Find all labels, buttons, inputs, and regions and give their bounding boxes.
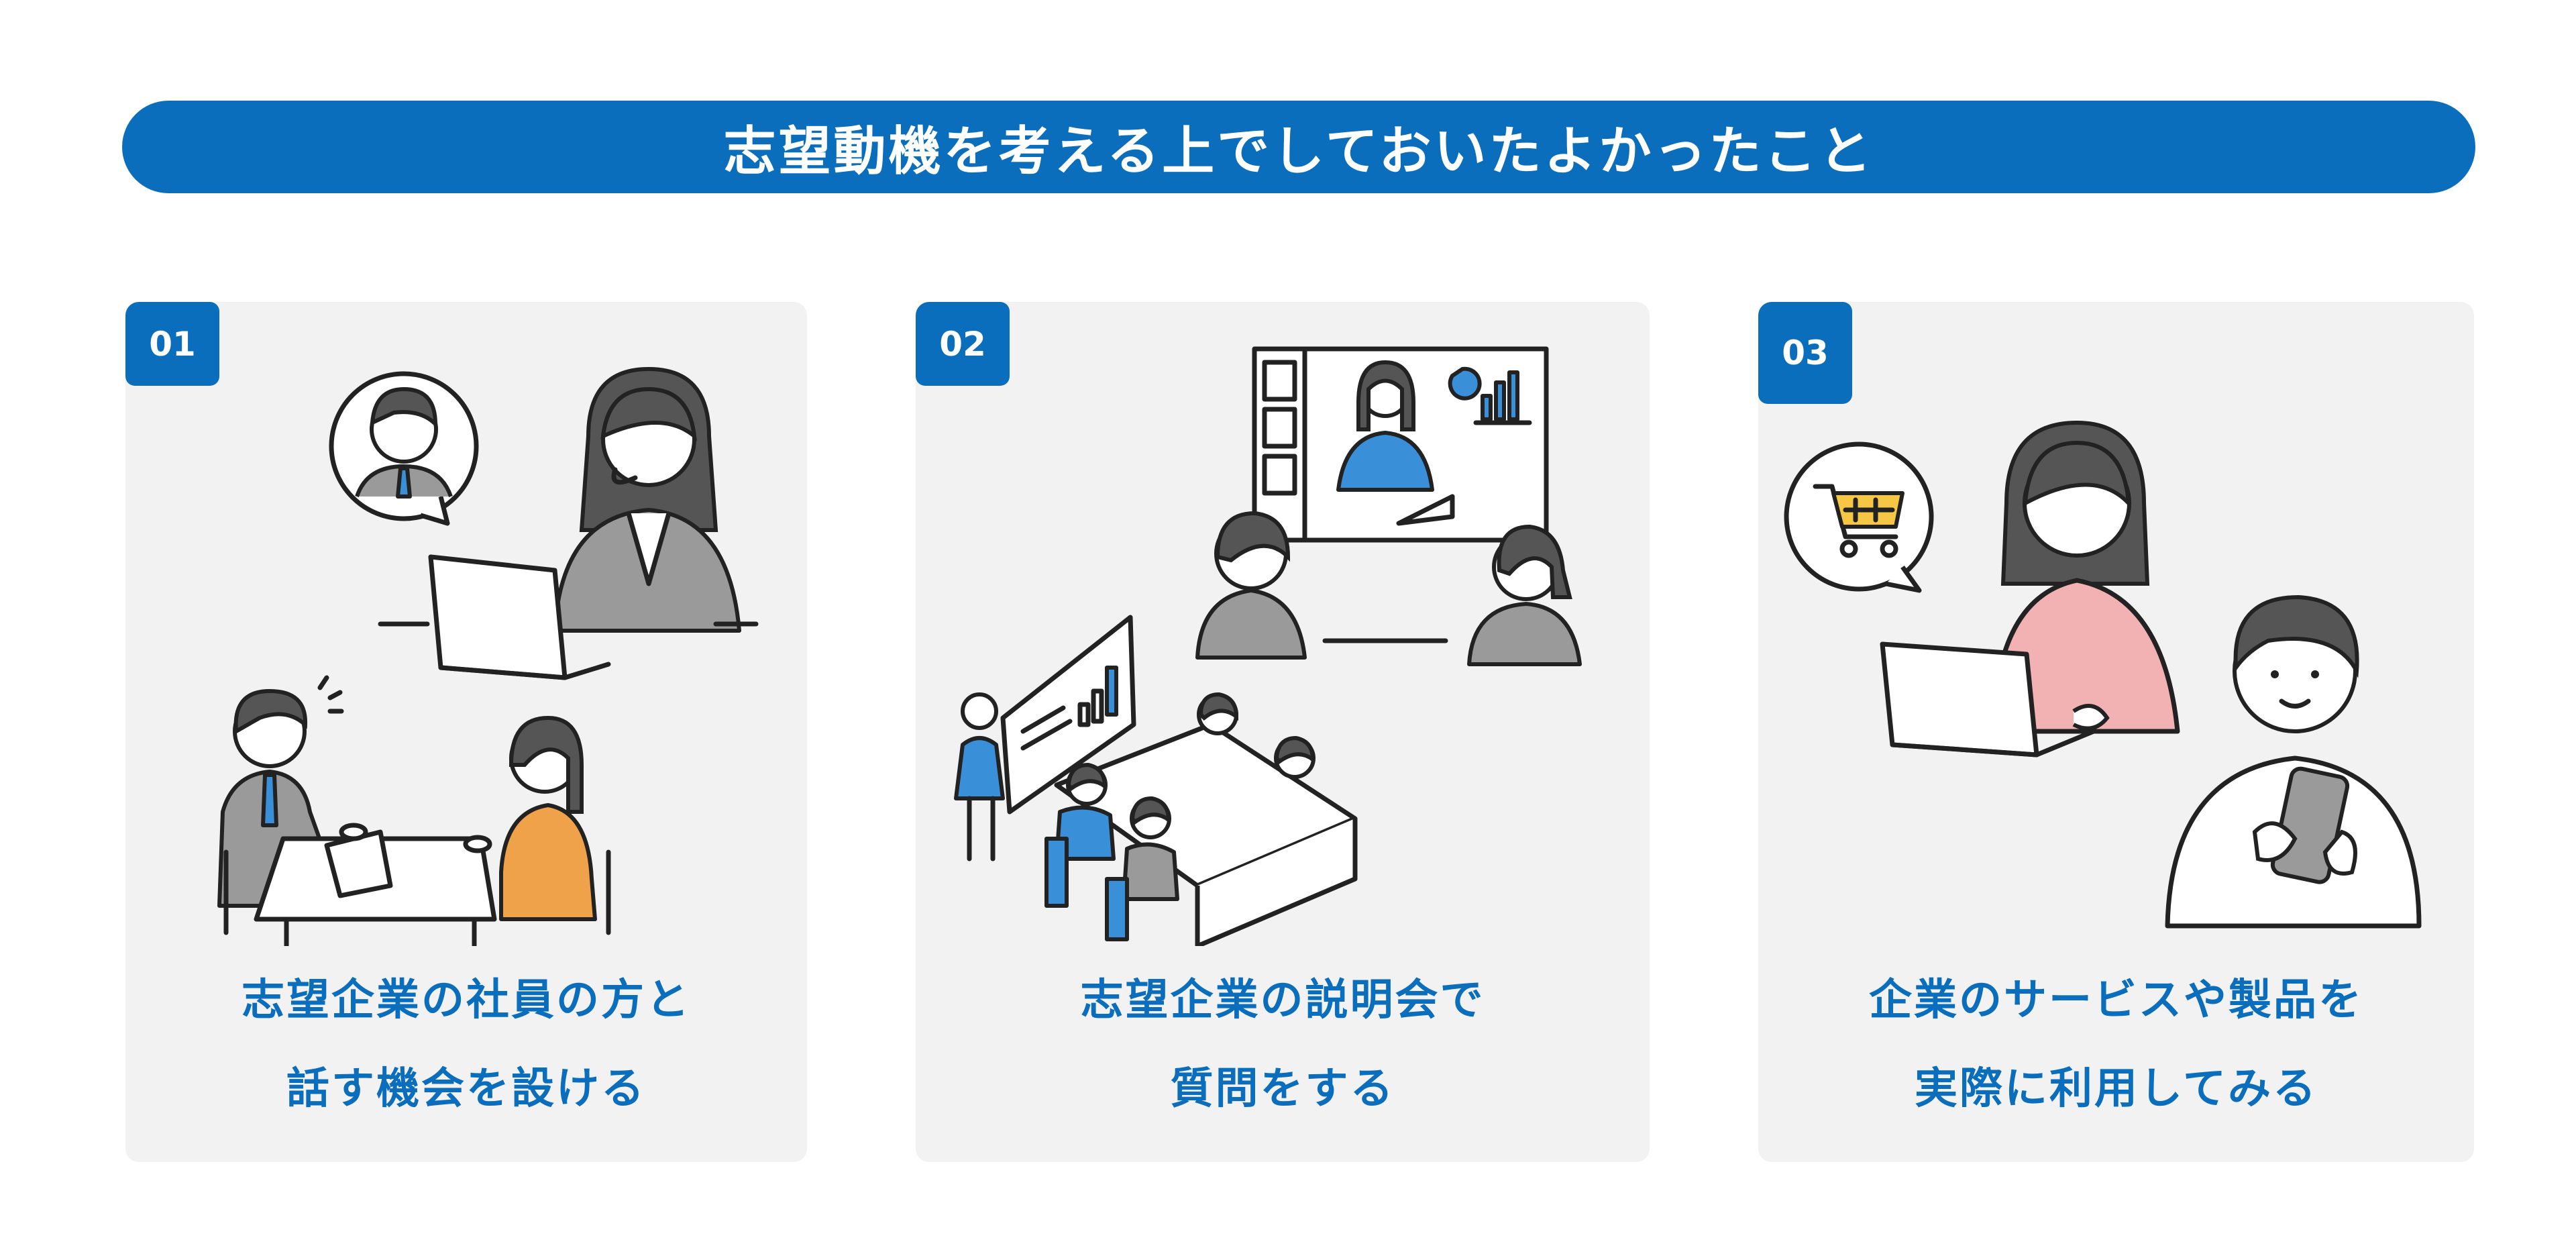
caption-line: 企業のサービスや製品を [1869, 976, 2363, 1025]
caption-line: 話す機会を設ける [286, 1064, 646, 1114]
product-trial-illustration [1784, 420, 2422, 929]
tip-card-02: 02 志望企業の説明会で 質問をする [916, 302, 1650, 1162]
card-number-badge: 03 [1758, 302, 1852, 404]
caption-line: 志望企業の説明会で [1080, 976, 1485, 1025]
card-caption: 志望企業の説明会で 質問をする [916, 956, 1650, 1133]
employee-conversation-illustration [217, 366, 759, 946]
banner-title: 志望動機を考える上でしておいたよかったこと [723, 121, 1874, 182]
card-caption: 企業のサービスや製品を 実際に利用してみる [1758, 956, 2474, 1133]
card-caption: 志望企業の社員の方と 話す機会を設ける [125, 956, 807, 1133]
briefing-session-illustration [954, 346, 1582, 946]
tip-card-03: 03 企業のサービスや製品を 実際に利用してみる [1758, 302, 2474, 1162]
card-number-badge: 01 [125, 302, 219, 386]
title-banner: 志望動機を考える上でしておいたよかったこと [122, 101, 2475, 193]
tip-card-01: 01 志望企業の社員の方と 話す機会を設ける [125, 302, 807, 1162]
caption-line: 実際に利用してみる [1914, 1064, 2318, 1114]
card-number-badge: 02 [916, 302, 1010, 386]
caption-line: 質問をする [1170, 1064, 1395, 1114]
caption-line: 志望企業の社員の方と [241, 976, 691, 1025]
